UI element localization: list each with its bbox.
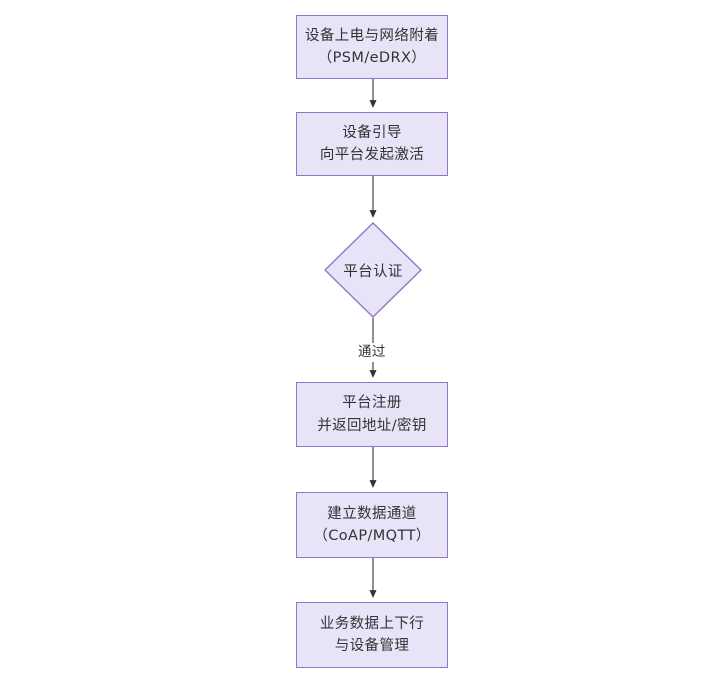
node-power-on[interactable]: 设备上电与网络附着 （PSM/eDRX） [296,15,448,79]
node-service-data-line-1: 业务数据上下行 [319,615,425,632]
node-platform-register[interactable]: 平台注册 并返回地址/密钥 [296,382,448,447]
node-bootstrap-line-1: 设备引导 [342,124,402,141]
node-power-on-line-2: （PSM/eDRX） [317,50,427,66]
node-platform-register-line-1: 平台注册 [342,395,402,412]
node-platform-auth[interactable]: 平台认证 [324,222,422,318]
node-data-channel[interactable]: 建立数据通道 （CoAP/MQTT） [296,492,448,558]
node-data-channel-line-1: 建立数据通道 [327,505,417,522]
node-platform-auth-label: 平台认证 [343,263,403,280]
node-platform-register-line-2: 并返回地址/密钥 [317,417,427,434]
node-data-channel-line-2: （CoAP/MQTT） [313,528,431,544]
edge-label-pass: 通过 [356,343,388,362]
node-bootstrap-line-2: 向平台发起激活 [319,147,425,163]
node-service-data[interactable]: 业务数据上下行 与设备管理 [296,602,448,668]
node-service-data-line-2: 与设备管理 [334,638,410,654]
diamond-shape [324,222,422,318]
node-bootstrap[interactable]: 设备引导 向平台发起激活 [296,112,448,176]
node-power-on-line-1: 设备上电与网络附着 [304,27,440,44]
